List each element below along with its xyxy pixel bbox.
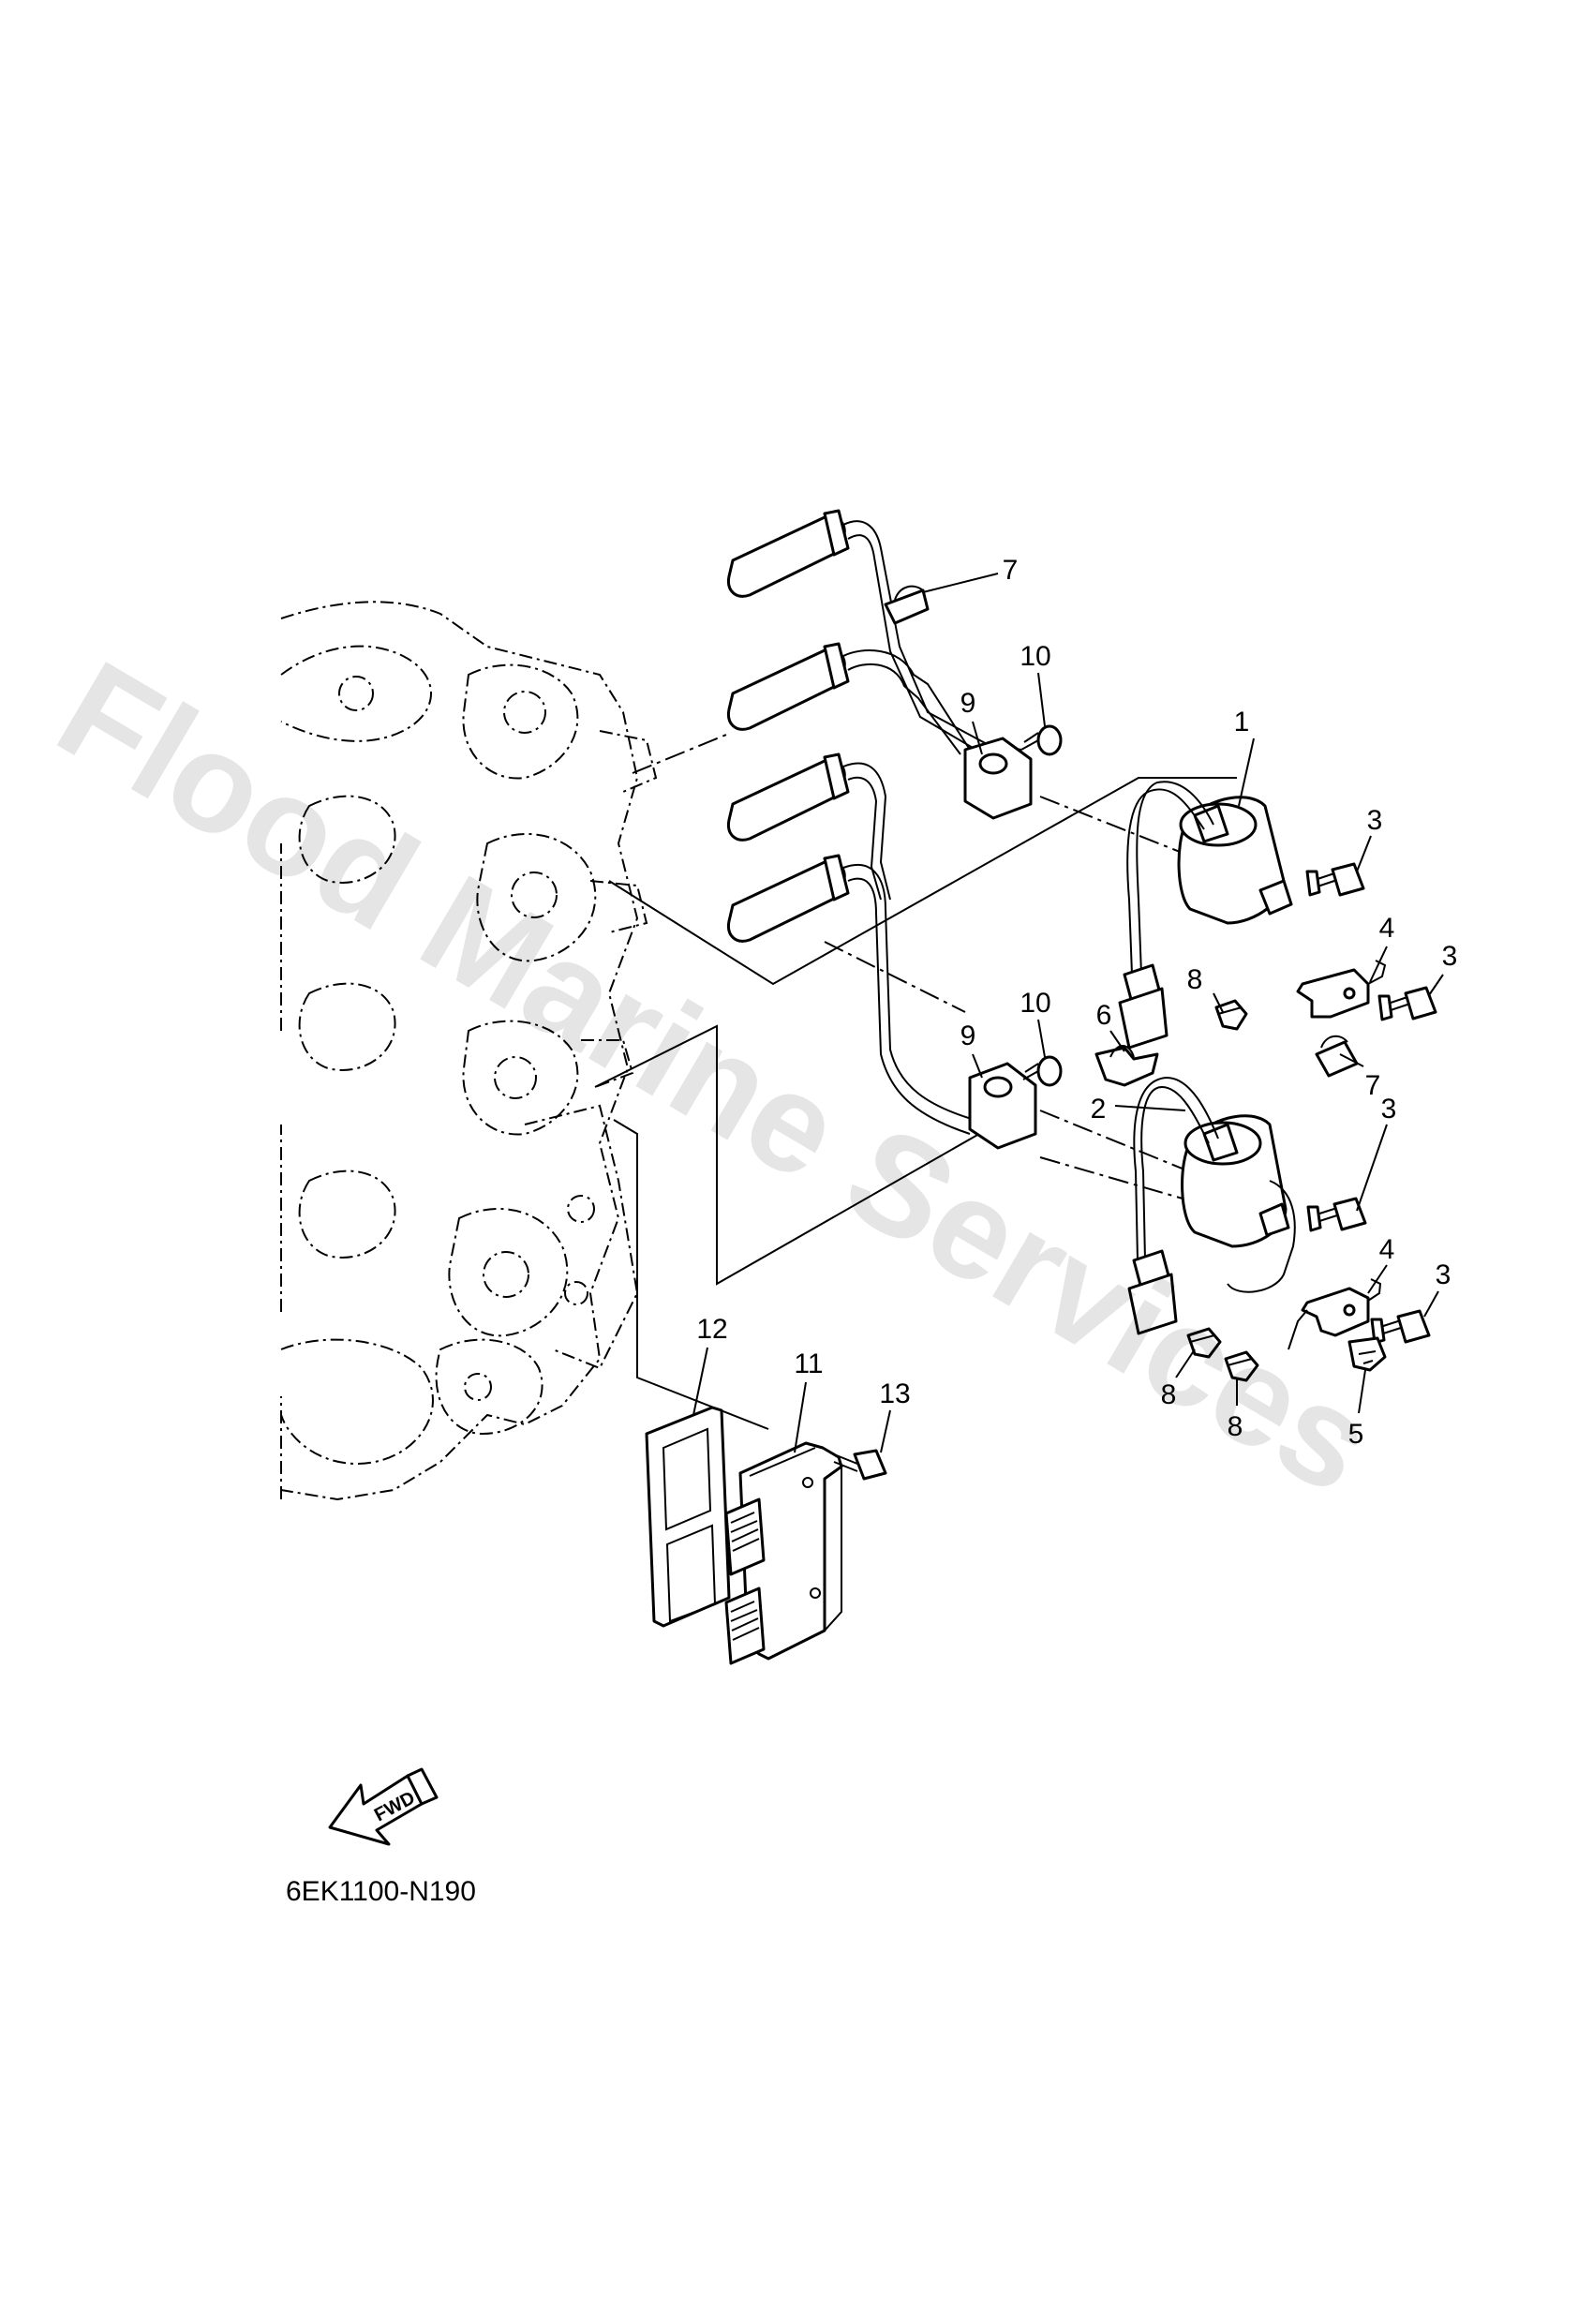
callout-7b: 7	[1365, 1070, 1381, 1101]
holder-9-lower	[968, 1062, 1037, 1150]
callout-8b: 8	[1161, 1379, 1177, 1410]
bolt-13	[833, 1449, 887, 1481]
callout-10a: 10	[1020, 641, 1050, 672]
callout-6: 6	[1096, 1000, 1112, 1031]
callout-11: 11	[794, 1348, 823, 1379]
engine-block-phantom	[280, 601, 658, 1501]
ignition-coil-1	[1118, 781, 1293, 1050]
holder-9-upper	[963, 737, 1033, 820]
callout-4a: 4	[1379, 913, 1395, 944]
holder-6	[1094, 1045, 1159, 1087]
callout-7a: 7	[1003, 555, 1019, 586]
callout-10b: 10	[1020, 988, 1050, 1019]
callout-3b: 3	[1442, 941, 1458, 972]
watermark: Flood Marine Services	[34, 631, 1399, 1524]
callout-12: 12	[696, 1314, 727, 1345]
clamp-8-a	[1214, 999, 1248, 1031]
callout-5: 5	[1348, 1419, 1364, 1450]
clamp-7-lower	[1315, 1035, 1359, 1078]
screw-10-upper	[1020, 724, 1063, 756]
callout-3d: 3	[1436, 1259, 1451, 1290]
callout-1: 1	[1234, 707, 1250, 737]
callout-8a: 8	[1187, 964, 1203, 995]
gasket-12	[645, 1406, 731, 1628]
bracket-4-upper	[1296, 960, 1387, 1019]
callout-3a: 3	[1367, 805, 1383, 836]
callout-9b: 9	[960, 1020, 976, 1051]
clamp-7-upper	[884, 585, 930, 625]
callout-13: 13	[879, 1378, 910, 1409]
callout-8c: 8	[1228, 1411, 1243, 1442]
clamp-8-c	[1224, 1350, 1259, 1382]
screw-10-lower	[1022, 1055, 1063, 1087]
callout-9a: 9	[960, 688, 976, 719]
bolt-3-b	[1377, 986, 1437, 1021]
plug-cap-4	[726, 854, 975, 1135]
plug-cap-1	[726, 509, 1022, 760]
callout-4b: 4	[1379, 1234, 1395, 1265]
bolt-3-d	[1370, 1309, 1431, 1345]
ignition-coil-2	[1127, 1076, 1296, 1335]
drawing-code: 6EK1100-N190	[286, 1876, 476, 1907]
plug-cap-2	[726, 642, 971, 755]
callout-2: 2	[1091, 1094, 1107, 1125]
forward-arrow: FWD	[328, 1767, 439, 1846]
plug-cap-3	[726, 752, 891, 901]
callout-3c: 3	[1381, 1094, 1397, 1125]
bracket-4-lower	[1288, 1278, 1382, 1350]
spark-plug-caps	[726, 509, 1022, 1135]
callout-labels: 1 2 3 3 3 3 4 4 5 6 7 7 8 8 8 9 9 10 10 …	[696, 555, 1457, 1450]
bolt-3-c	[1306, 1197, 1367, 1232]
clip-5	[1347, 1336, 1387, 1372]
bolt-3-a	[1305, 862, 1365, 897]
callout-leaders	[692, 573, 1444, 1453]
cdi-unit-11	[724, 1441, 843, 1665]
